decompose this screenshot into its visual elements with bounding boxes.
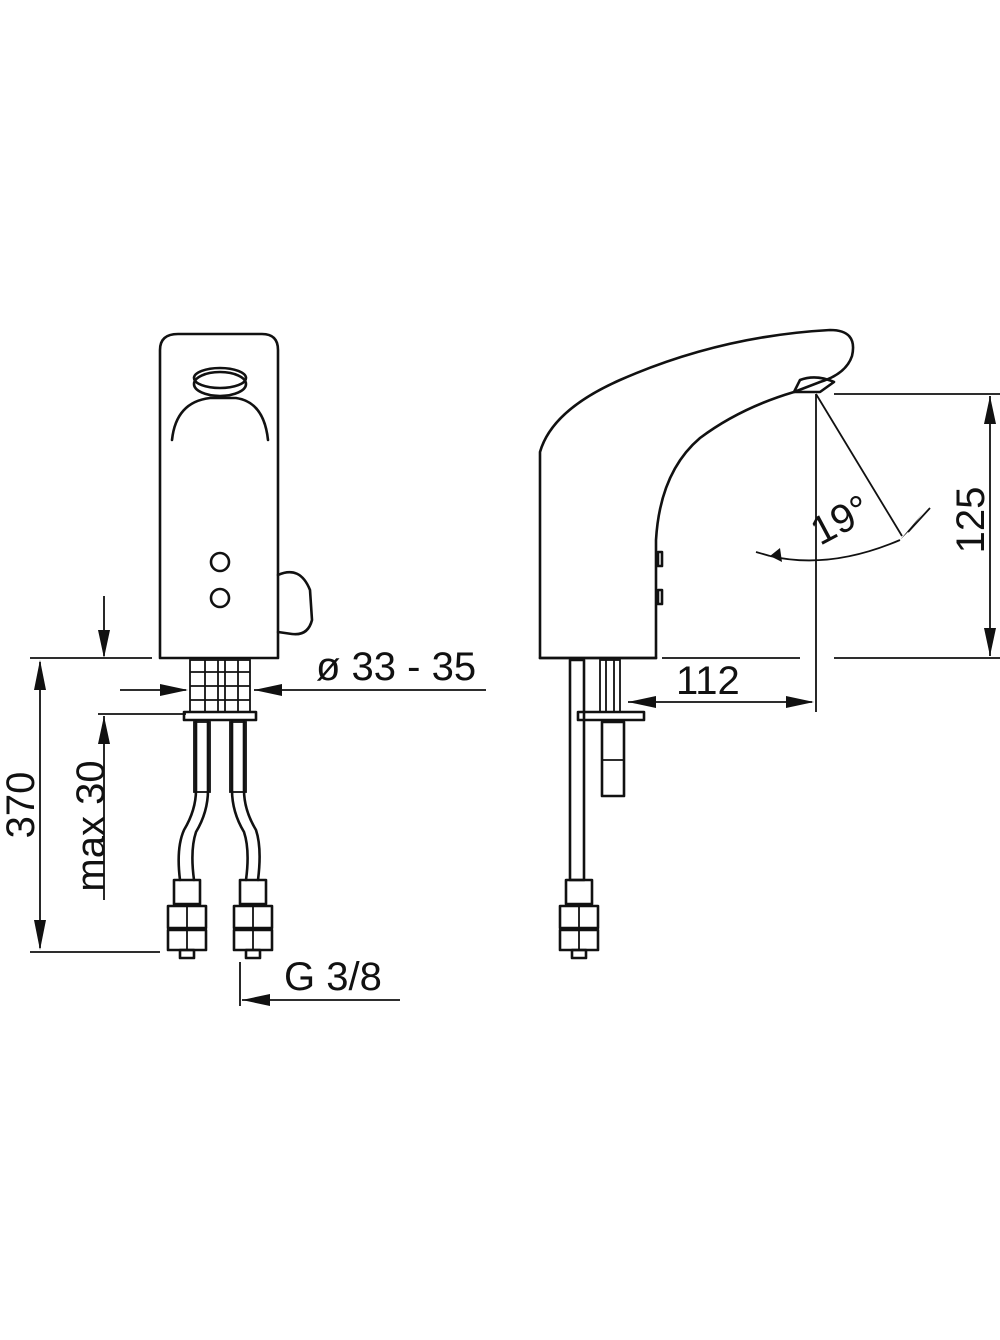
front-hose-right-b [242,720,261,882]
side-shank [568,658,586,882]
front-connector-right [232,878,274,960]
front-dimensions: 370 max 30 ø 33 - 35 G 3/8 [0,596,486,1006]
dim-thread: G 3/8 [284,955,382,999]
side-view [538,328,855,960]
front-top-button-ring [192,366,248,390]
front-hose-left [177,720,198,882]
front-washer [182,710,258,722]
dim-angle: 19° [804,487,878,554]
side-washer [576,710,646,722]
side-sensor-top [656,550,664,568]
side-aerator [792,376,836,394]
dim-diameter: ø 33 - 35 [316,645,476,689]
side-sensor-bottom [656,588,664,606]
front-connector-left [166,878,208,960]
dim-spout-height: 125 [949,487,993,554]
front-tap-body [158,332,280,660]
dim-reach: 112 [676,659,740,703]
dim-370: 370 [0,772,43,839]
front-sensor-bottom [209,587,231,609]
front-shank [189,659,251,713]
side-connector [558,878,600,960]
front-sensor-top [209,551,231,573]
front-hose-left-b [191,720,210,882]
side-solenoid [600,720,626,798]
front-view [158,332,314,960]
front-top-button [192,370,248,398]
dim-max30: max 30 [69,760,113,891]
front-side-knob [276,570,314,636]
front-hose-right [230,720,249,882]
side-tap-body [538,328,855,660]
side-dimensions: 112 125 19° [628,393,1000,712]
front-lever-outline [170,396,270,442]
